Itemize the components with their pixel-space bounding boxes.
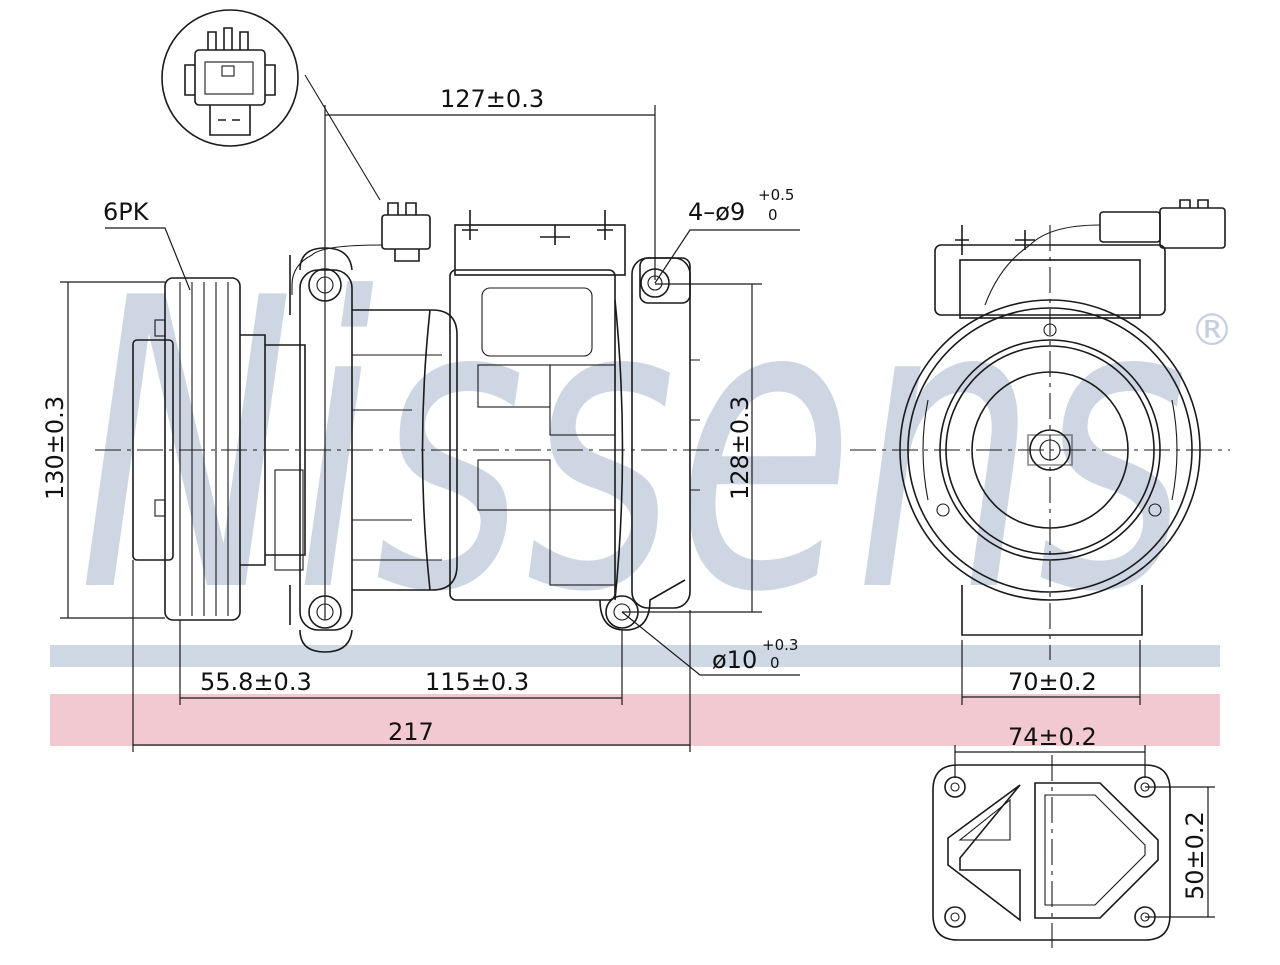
side-view-dimensions: 127±0.3 4–ø9 +0.5 0 6PK 130±0.3 128±0.3 … [41,85,800,752]
dim-bolt-holes-tol-upper: +0.5 [758,186,794,204]
dim-50-label: 50±0.2 [1181,811,1209,900]
dim-130-label: 130±0.3 [41,396,69,500]
connector-plug [291,202,431,295]
connector-detail [161,9,381,201]
dim-10-tol-upper: +0.3 [762,636,798,654]
dim-127-label: 127±0.3 [440,85,544,113]
belt-label: 6PK [103,198,150,226]
watermark-text: Nissens [78,215,1188,680]
dim-128-label: 128±0.3 [726,396,754,500]
compressor-front-view [850,199,1230,660]
dim-10-label: ø10 [712,646,757,674]
watermark: Nissens ® [50,215,1234,746]
dim-74-label: 74±0.2 [1008,723,1097,751]
front-view-dimensions: 70±0.2 [961,640,1141,705]
dim-bolt-holes-tol-lower: 0 [768,206,778,224]
dim-55-8-label: 55.8±0.3 [200,668,312,696]
dim-10-tol-lower: 0 [770,654,780,672]
compressor-side-view [95,210,720,653]
watermark-pink-band [50,694,1220,746]
dim-217-label: 217 [388,718,434,746]
watermark-registered-mark: ® [1190,305,1234,356]
dim-bolt-holes-label: 4–ø9 [688,198,745,226]
dim-115-label: 115±0.3 [425,668,529,696]
watermark-blue-band [50,645,1220,667]
dim-70-label: 70±0.2 [1008,668,1097,696]
flange-view: 74±0.2 50±0.2 [932,723,1215,948]
